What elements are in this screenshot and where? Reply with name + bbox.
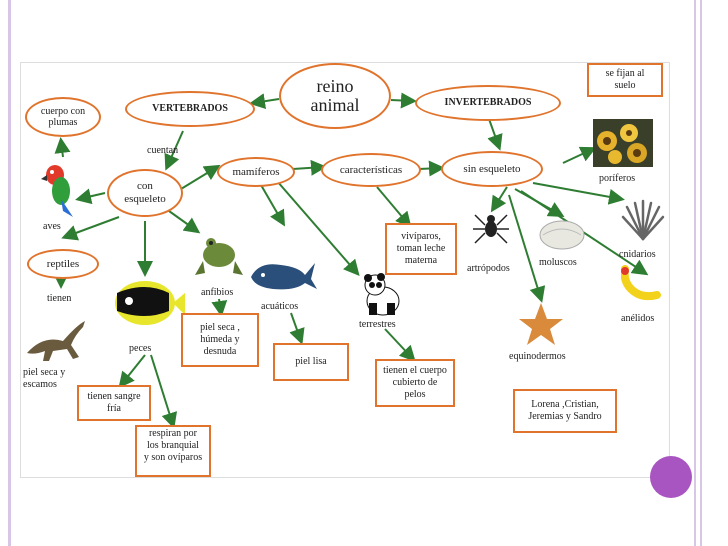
arrow-anfibios-piel bbox=[211, 298, 228, 317]
arrow-caracteristicas-sin bbox=[418, 160, 445, 177]
starfish-image bbox=[519, 303, 563, 345]
con-esqueleto-oval: con esqueleto bbox=[107, 169, 183, 217]
arrow-reptiles bbox=[61, 216, 120, 241]
autores-box: Lorena ,Cristian, Jeremias y Sandro bbox=[513, 389, 617, 433]
arrow-aves-plumas bbox=[54, 137, 71, 158]
arrow-peces-respiran bbox=[150, 354, 178, 429]
peces-label: peces bbox=[129, 343, 152, 354]
spider-image bbox=[473, 214, 509, 244]
connector-arrows bbox=[53, 92, 649, 429]
cnidarios-label: cnidarios bbox=[619, 249, 656, 260]
mamiferos-oval: mamíferos bbox=[217, 157, 295, 187]
anfibios-label: anfibios bbox=[201, 287, 234, 298]
decorative-dot bbox=[650, 456, 692, 498]
frog-image bbox=[195, 238, 243, 275]
panda-image bbox=[364, 273, 400, 316]
shell-image bbox=[539, 220, 585, 250]
frame-right-line-1 bbox=[694, 0, 696, 546]
fish-image bbox=[115, 281, 185, 325]
arrow-mamiferos-caracteristicas bbox=[292, 159, 327, 176]
vertebrados-oval: VERTEBRADOS bbox=[125, 91, 255, 127]
piel-seca-humeda-box: piel seca , húmeda y desnuda bbox=[181, 313, 259, 367]
arrow-terrestres bbox=[276, 180, 360, 277]
arrow-reino-vertebrados bbox=[249, 93, 280, 110]
tienen-sangre-fria-box: tienen sangre fría bbox=[77, 385, 151, 421]
equinodermos-label: equinodermos bbox=[509, 351, 566, 362]
arrow-artropodos bbox=[490, 186, 508, 213]
arrow-sin-poriferos bbox=[562, 146, 597, 164]
arrow-peces-sangre bbox=[118, 354, 146, 389]
lizard-image bbox=[27, 321, 85, 361]
moluscos-label: moluscos bbox=[539, 257, 577, 268]
arrow-reino-invertebrados bbox=[390, 92, 417, 109]
viviparos-box: vivíparos, toman leche materna bbox=[385, 223, 457, 275]
poriferos-label: poríferos bbox=[599, 173, 636, 184]
arrow-terrestres-pelos bbox=[384, 328, 416, 362]
arrow-acuaticos bbox=[260, 184, 286, 227]
se-fijan-al-suelo-box: se fijan al suelo bbox=[587, 63, 663, 97]
arrow-viviparos bbox=[376, 186, 412, 229]
caracteristicas-oval: características bbox=[321, 153, 421, 187]
arrow-vertebrados-con-esqueleto bbox=[164, 130, 184, 171]
frame-left-line bbox=[8, 0, 11, 546]
arrow-equinodermos bbox=[508, 194, 546, 303]
reptiles-oval: reptiles bbox=[27, 249, 99, 279]
respiran-box: respiran por los branquial y son ovíparo… bbox=[135, 425, 211, 477]
cuentan-label: cuentan bbox=[147, 145, 179, 156]
tienen-cuerpo-cubierto-box: tienen el cuerpo cubierto de pelos bbox=[375, 359, 455, 407]
terrestres-label: terrestres bbox=[359, 319, 396, 330]
title-line1: reino bbox=[316, 76, 354, 97]
aves-label: aves bbox=[43, 221, 61, 232]
worm-image bbox=[621, 265, 661, 301]
tienen-label: tienen bbox=[47, 293, 72, 304]
poriferos-image bbox=[593, 119, 653, 167]
piel-lisa-box: piel lisa bbox=[273, 343, 349, 381]
parrot-image bbox=[41, 165, 73, 217]
sin-esqueleto-oval: sin esqueleto bbox=[441, 151, 543, 187]
whale-image bbox=[251, 263, 317, 290]
arrow-aves bbox=[75, 188, 106, 205]
frame-right-line-2 bbox=[700, 0, 702, 546]
arrow-anfibios bbox=[168, 210, 201, 234]
title-line2: animal bbox=[310, 95, 360, 115]
acuaticos-label: acuáticos bbox=[261, 301, 299, 312]
anemone-image bbox=[621, 199, 665, 241]
arrow-acuaticos-piel bbox=[289, 312, 305, 345]
cuerpo-con-plumas-oval: cuerpo con plumas bbox=[25, 97, 101, 137]
anelidos-label: anélidos bbox=[621, 313, 655, 324]
arrow-invert-sin bbox=[487, 118, 503, 151]
invertebrados-oval: INVERTEBRADOS bbox=[415, 85, 561, 121]
arrow-mamiferos bbox=[180, 164, 221, 190]
piel-seca-escamosa-label: piel seca y escamos bbox=[23, 367, 66, 390]
artropodos-label: artrópodos bbox=[467, 263, 510, 274]
arrow-cnidarios bbox=[532, 182, 625, 205]
